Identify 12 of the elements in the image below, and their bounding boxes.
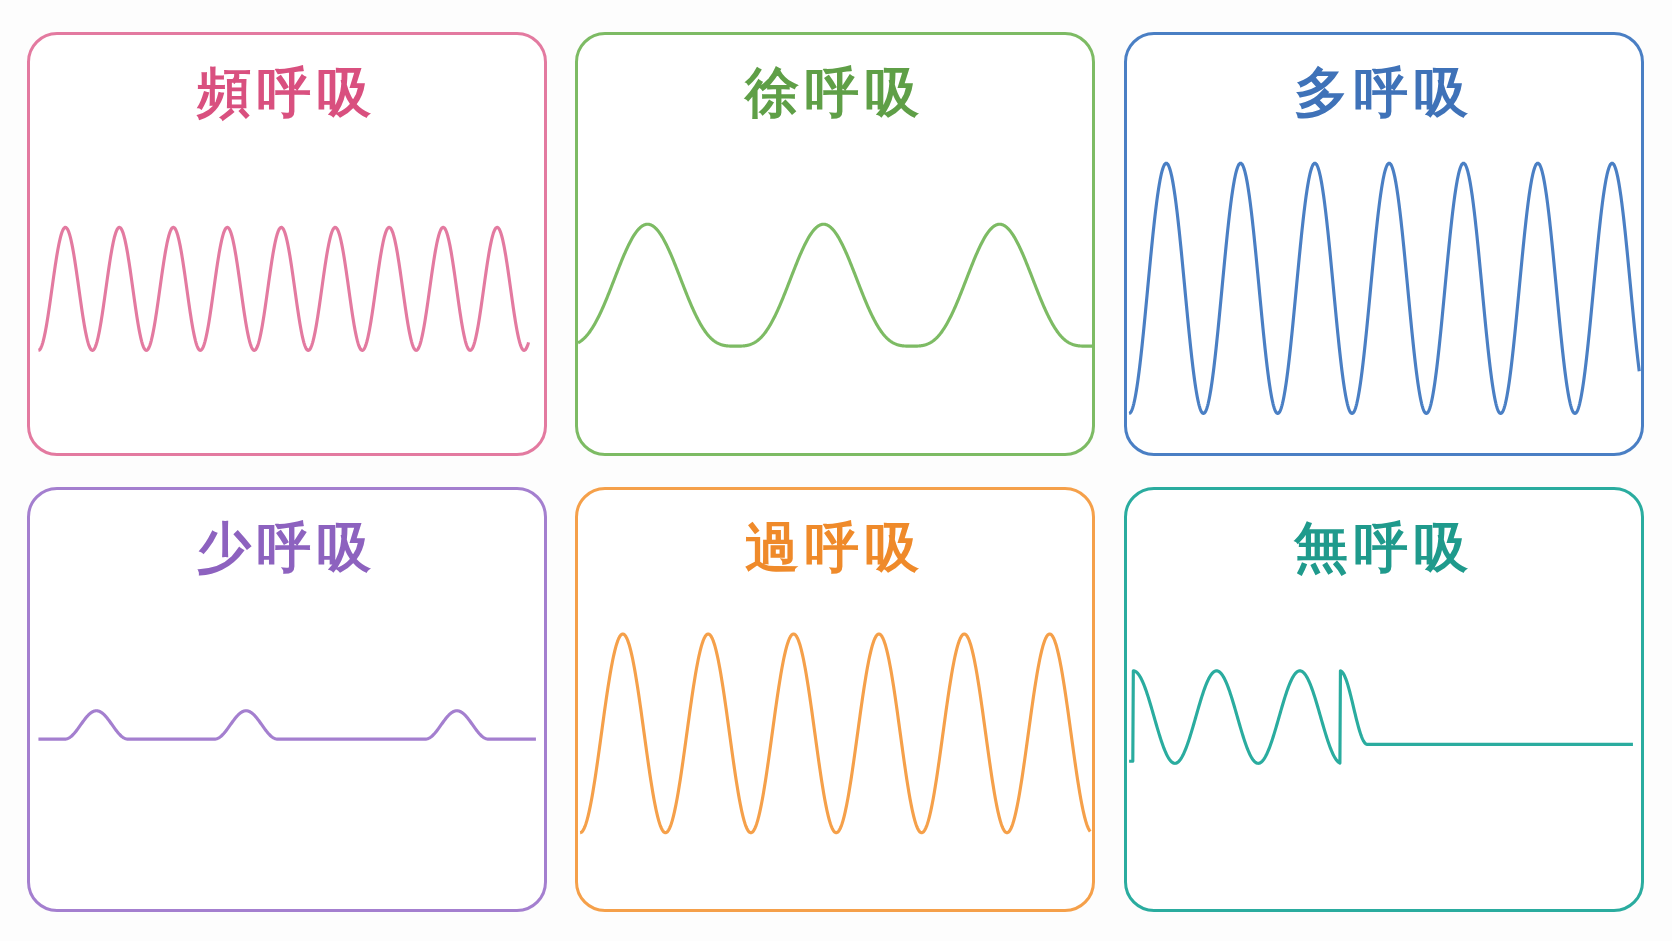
waveform-panel [1123, 487, 1645, 912]
waveform-panel [26, 487, 547, 912]
panel-title: 多呼吸 [1294, 61, 1475, 125]
waveform-panel [574, 487, 1096, 912]
panel-title: 頻呼吸 [196, 61, 377, 125]
waveform-panel [574, 32, 1096, 457]
waveform-panel [26, 32, 547, 457]
panel-title: 無呼吸 [1294, 516, 1475, 581]
panel-title: 少呼吸 [196, 516, 377, 581]
panel-title: 過呼吸 [744, 516, 925, 581]
waveform-panel [1123, 32, 1645, 457]
panel-title: 徐呼吸 [744, 61, 925, 125]
